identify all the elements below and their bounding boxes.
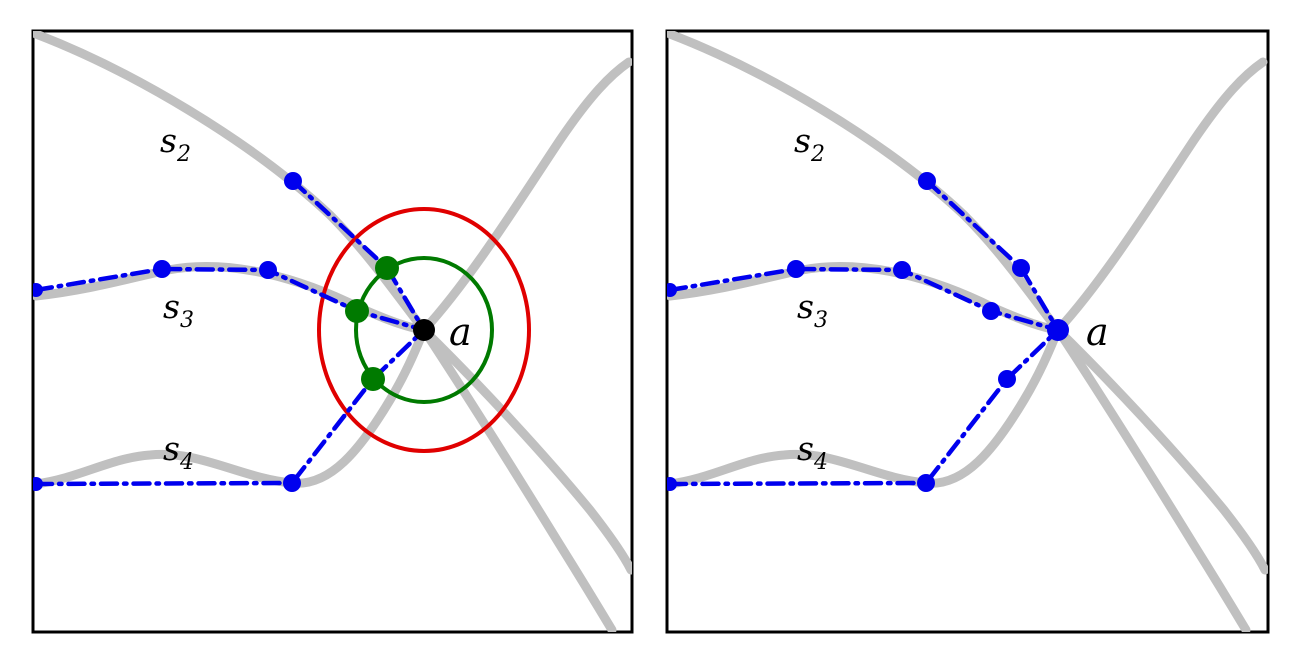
- right-panel-center-point: [1047, 319, 1069, 341]
- approx-s4: [667, 327, 1061, 487]
- label-base: s: [797, 429, 814, 468]
- label-base: s: [794, 121, 811, 160]
- node-s3-left: [787, 260, 805, 278]
- label-subscript: 2: [810, 142, 825, 167]
- node-green-s2: [375, 256, 399, 280]
- stratum-down-right-b: [419, 325, 632, 575]
- label-subscript: 3: [180, 308, 194, 333]
- label-subscript: 3: [814, 308, 828, 333]
- approx-s4: [33, 327, 427, 487]
- label-subscript: 4: [813, 450, 828, 475]
- stratum-down-right-b: [1053, 325, 1268, 575]
- right-panel-label-s2: s2: [794, 121, 825, 167]
- left-panel-label-s4: s4: [163, 429, 194, 475]
- node-s3-edge: [33, 283, 43, 297]
- label-base: s: [163, 429, 180, 468]
- left-panel-label-a: a: [449, 310, 472, 354]
- label-subscript: 2: [176, 142, 191, 167]
- stratum-up-right: [419, 57, 632, 335]
- inner-circle: [354, 256, 494, 404]
- node-merged-s2: [1012, 259, 1030, 277]
- right-panel-label-a: a: [1086, 310, 1109, 354]
- node-green-s4: [361, 367, 385, 391]
- node-s4-edge: [33, 477, 43, 491]
- outer-circle: [317, 207, 531, 453]
- node-merged-s3: [982, 302, 1000, 320]
- stratum-down-right-a: [1053, 325, 1251, 632]
- left-panel-center-point: [413, 319, 435, 341]
- node-green-s3: [345, 299, 369, 323]
- right-panel-frame: [665, 29, 1270, 634]
- stratum-up-right: [1053, 57, 1268, 335]
- node-s3-edge: [667, 283, 677, 297]
- label-base: s: [160, 121, 177, 160]
- node-s3-right: [259, 261, 277, 279]
- node-s3-right: [893, 261, 911, 279]
- right-panel-label-s3: s3: [797, 287, 828, 333]
- label-base: s: [797, 287, 814, 326]
- node-s4-right: [917, 474, 935, 492]
- label-base: s: [163, 287, 180, 326]
- node-s2-outer: [918, 172, 936, 190]
- label-subscript: 4: [179, 450, 194, 475]
- node-merged-s4: [998, 370, 1016, 388]
- left-panel-label-s3: s3: [163, 287, 194, 333]
- right-panel-label-s4: s4: [797, 429, 828, 475]
- node-s4-edge: [667, 477, 677, 491]
- node-s4-right: [283, 474, 301, 492]
- node-s3-left: [153, 260, 171, 278]
- stratum-down-right-a: [419, 325, 617, 632]
- node-s2-outer: [284, 172, 302, 190]
- left-panel-frame: [31, 29, 634, 634]
- left-panel-label-s2: s2: [160, 121, 191, 167]
